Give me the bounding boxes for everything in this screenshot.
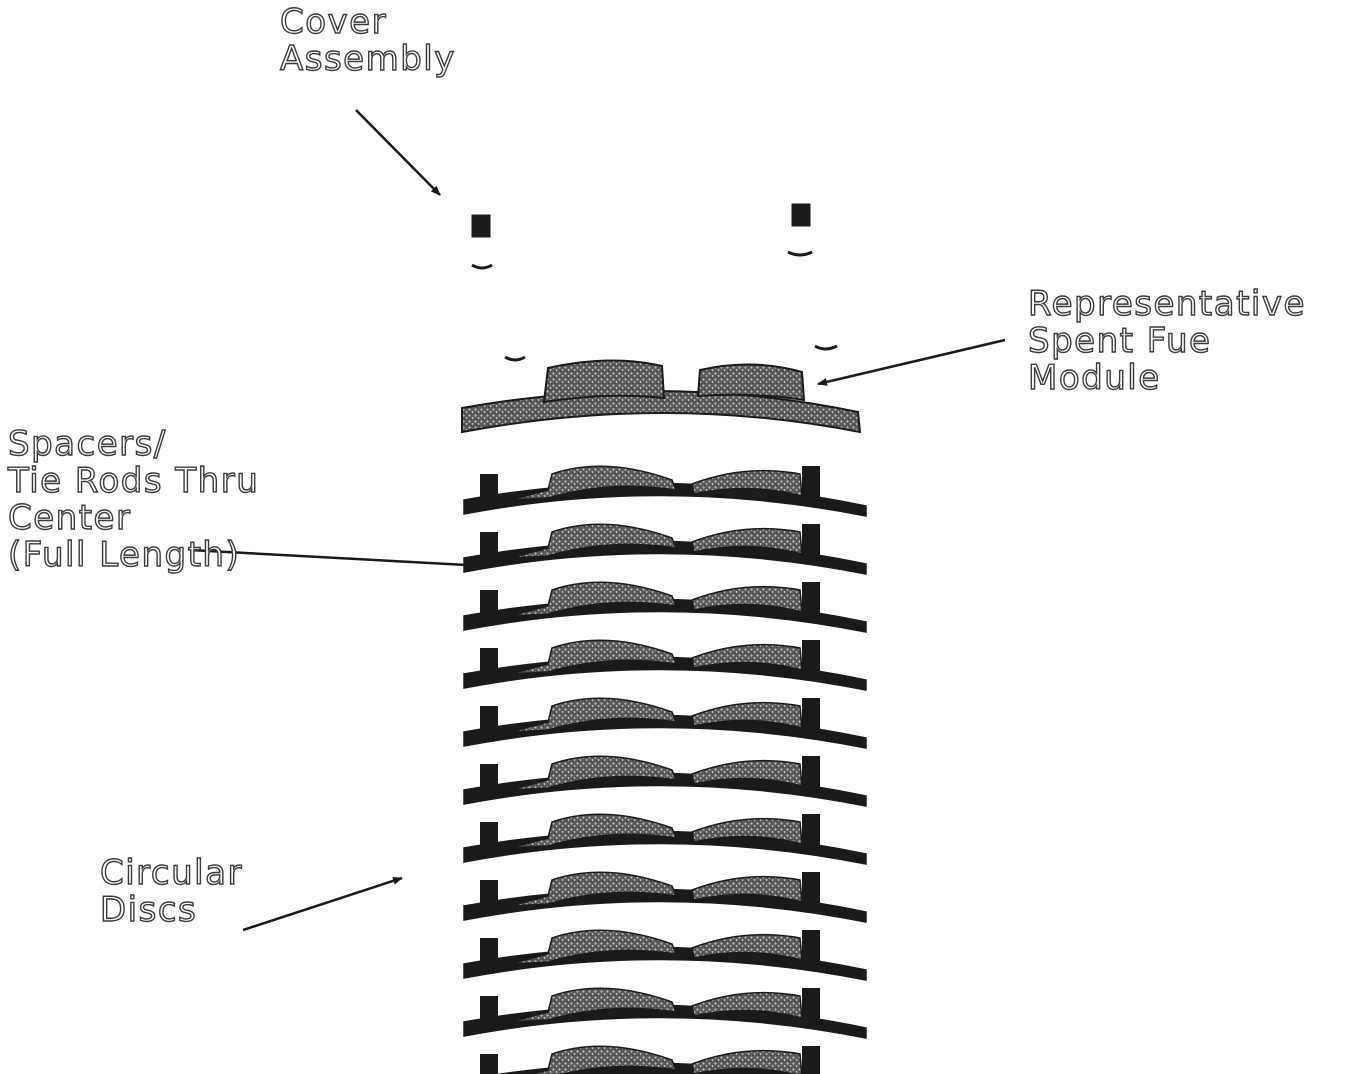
disc-edge-line: [821, 911, 863, 921]
tie-rod-right: [802, 872, 820, 906]
tie-rod-left: [480, 706, 498, 740]
module-slot-left: [529, 1045, 678, 1074]
disc-edge-line: [821, 853, 863, 863]
spacers-tie-rods-label-line-2: Tie Rods Thru: [7, 461, 260, 501]
module-slot-left: [509, 639, 678, 675]
disc-edge-line: [821, 1027, 863, 1037]
tie-rod-right: [802, 988, 820, 1022]
cover-assembly-label-line-2: Assembly: [279, 39, 456, 79]
module-slot-left: [509, 871, 678, 907]
cover-post-right-ring: [787, 250, 813, 257]
spacers-tie-rods-label-line-3: Center: [7, 498, 132, 538]
tie-rod-right: [802, 698, 820, 732]
circular-discs-label: Circular Discs: [99, 853, 243, 930]
disc-edge-line: [821, 563, 863, 573]
module-slot-left: [509, 755, 678, 791]
top-cover-disc: [461, 359, 862, 434]
spent-fuel-module-label-line-2: Spent Fue: [1027, 321, 1212, 361]
tie-rod-right: [802, 1046, 820, 1074]
tie-rod-left: [480, 996, 498, 1030]
tie-rod-left: [480, 648, 498, 682]
disc-edge-line: [821, 737, 863, 747]
spacers-tie-rods-label-line-4: (Full Length): [7, 535, 241, 575]
tie-rod-left: [480, 1054, 498, 1074]
cover-assembly-label-line-1: Cover: [279, 2, 388, 42]
cover-post-right-lower-ring: [814, 344, 838, 351]
spent-fuel-module-label-line-3: Module: [1027, 358, 1161, 398]
tie-rod-right: [802, 640, 820, 674]
cover-post-left-lower-ring: [504, 355, 526, 362]
tie-rod-left: [480, 532, 498, 566]
tie-rod-left: [480, 938, 498, 972]
module-slot-left: [509, 523, 678, 559]
disc-edge-line: [821, 679, 863, 689]
cover-post-left-ring: [471, 263, 493, 270]
tie-rod-left: [480, 880, 498, 914]
tie-rod-right: [802, 814, 820, 848]
module-slot-left: [509, 697, 678, 733]
module-slot-left: [509, 465, 678, 501]
spent-fuel-module-arrow: [817, 338, 1006, 386]
module-slot-left: [509, 813, 678, 849]
tie-rod-right: [802, 930, 820, 964]
tie-rod-right: [802, 466, 820, 500]
circular-discs-label-line-1: Circular: [99, 853, 243, 893]
cover-post-left: [471, 214, 491, 238]
module-lid-right: [696, 363, 806, 402]
cover-assembly-arrow: [355, 109, 441, 196]
circular-discs-arrow: [242, 876, 403, 932]
tie-rod-left: [480, 590, 498, 624]
module-slot-left: [509, 929, 678, 965]
spacers-tie-rods-label-line-1: Spacers/: [7, 424, 167, 464]
spacers-tie-rods-label: Spacers/ Tie Rods Thru Center (Full Leng…: [7, 424, 260, 575]
disc-stack: [463, 465, 867, 1074]
module-lid-left: [542, 359, 666, 404]
spent-fuel-module-label: Representative Spent Fue Module: [1027, 284, 1306, 398]
tie-rod-left: [480, 822, 498, 856]
disc-edge-line: [821, 795, 863, 805]
circular-discs-label-line-2: Discs: [99, 890, 198, 930]
disc-edge-line: [821, 505, 863, 515]
tie-rod-right: [802, 756, 820, 790]
module-slot-right: [691, 1049, 803, 1074]
disc-edge-line: [821, 969, 863, 979]
disc-edge-line: [821, 621, 863, 631]
module-slot-left: [509, 581, 678, 617]
spent-fuel-module-label-line-1: Representative: [1027, 284, 1306, 324]
tie-rod-left: [480, 764, 498, 798]
cover-assembly-label: Cover Assembly: [279, 2, 456, 79]
tie-rod-right: [802, 524, 820, 558]
cover-post-right: [791, 203, 811, 227]
module-slot-left: [509, 987, 678, 1023]
tie-rod-left: [480, 474, 498, 508]
tie-rod-right: [802, 582, 820, 616]
cover-assembly: [471, 203, 838, 362]
spacers-tie-rods-arrow: [189, 548, 486, 570]
